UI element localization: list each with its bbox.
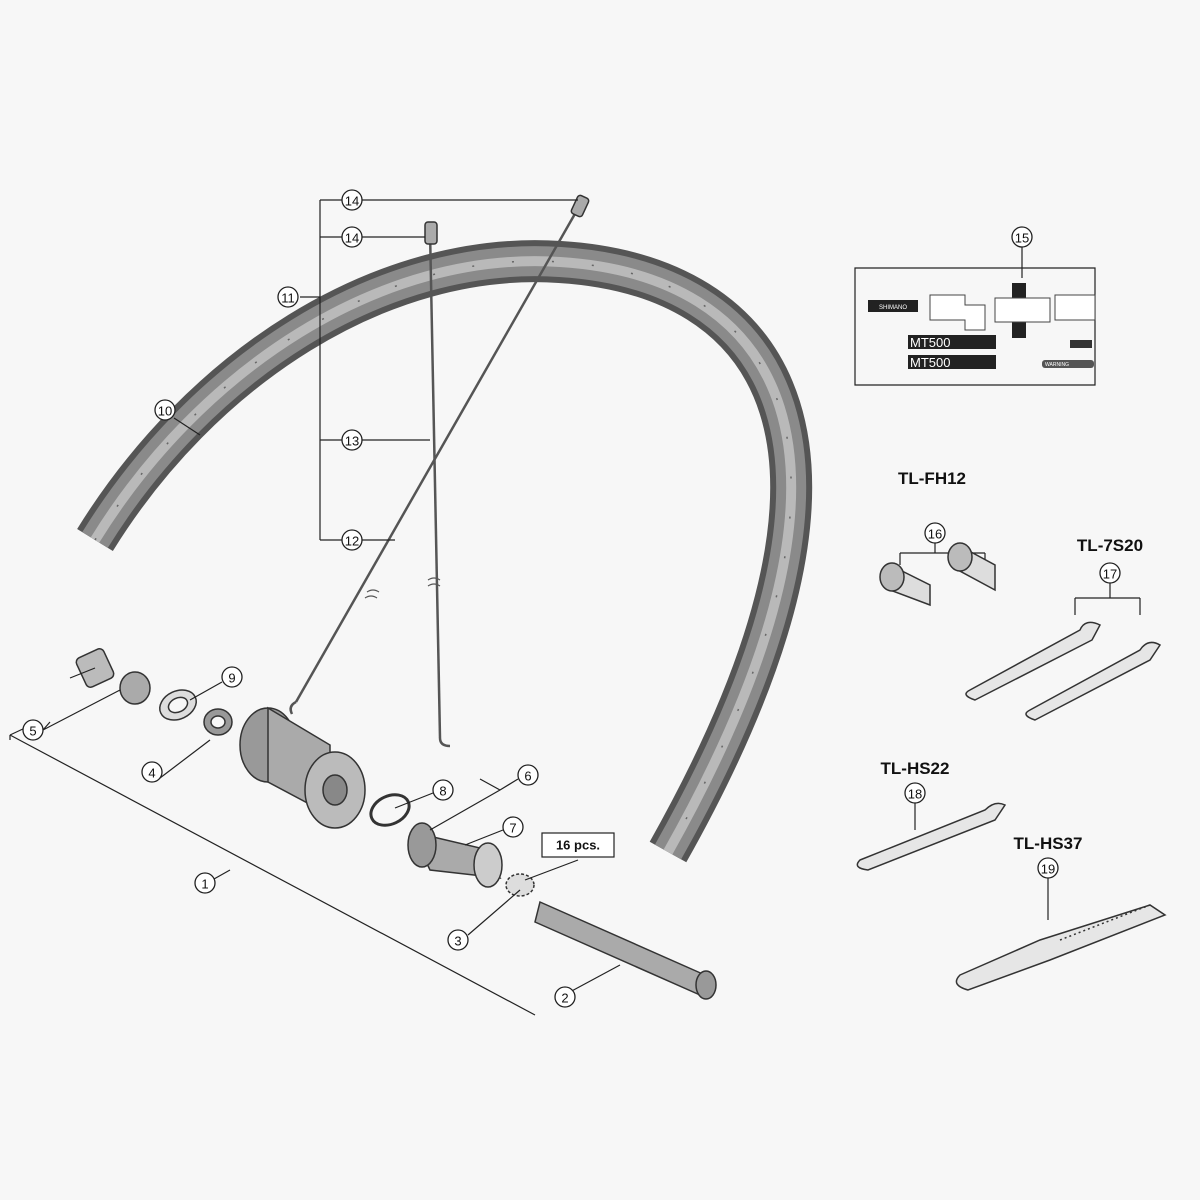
callout-9: 9 bbox=[221, 666, 243, 688]
decal-sheet: SHIMANO MT500 MT500 WARNING bbox=[868, 283, 1096, 370]
quantity-note-text: 16 pcs. bbox=[556, 838, 600, 853]
callout-17: 17 bbox=[1099, 562, 1121, 584]
callout-circle bbox=[341, 529, 363, 551]
callout-circle bbox=[277, 286, 299, 308]
spoke-breaks bbox=[364, 577, 441, 599]
tool-tl-hs37 bbox=[955, 904, 1167, 991]
callout-14a: 14 bbox=[341, 189, 363, 211]
callout-number: 1 bbox=[201, 877, 208, 892]
callout-circle bbox=[1099, 562, 1121, 584]
decal-model-2: MT500 bbox=[910, 355, 950, 370]
callout-number: 9 bbox=[228, 671, 235, 686]
callout-18: 18 bbox=[904, 782, 926, 804]
callout-circle bbox=[904, 782, 926, 804]
callout-8: 8 bbox=[432, 779, 454, 801]
callout-11: 11 bbox=[277, 286, 299, 308]
callout-19: 19 bbox=[1037, 857, 1059, 879]
callout-circle bbox=[924, 522, 946, 544]
callout-12: 12 bbox=[341, 529, 363, 551]
callout-7: 7 bbox=[502, 816, 524, 838]
decal-warning: WARNING bbox=[1045, 362, 1069, 368]
callout-3: 3 bbox=[447, 929, 469, 951]
callout-6: 6 bbox=[517, 764, 539, 786]
callout-number: 17 bbox=[1103, 567, 1117, 582]
callout-number: 10 bbox=[158, 404, 172, 419]
callout-number: 19 bbox=[1041, 862, 1055, 877]
callout-circle bbox=[1011, 226, 1033, 248]
hub-assembly bbox=[75, 648, 717, 1000]
nipples bbox=[424, 194, 590, 245]
decal-model-1: MT500 bbox=[910, 335, 950, 350]
callout-number: 7 bbox=[509, 821, 516, 836]
tool-label-16: TL-FH12 bbox=[898, 469, 966, 488]
callout-number: 18 bbox=[908, 787, 922, 802]
callout-number: 8 bbox=[439, 784, 446, 799]
callout-circle bbox=[432, 779, 454, 801]
tool-tl-fh12 bbox=[879, 542, 996, 607]
callout-circle bbox=[517, 764, 539, 786]
callout-number: 3 bbox=[454, 934, 461, 949]
callout-circle bbox=[447, 929, 469, 951]
callout-circle bbox=[154, 399, 176, 421]
callout-circle bbox=[341, 189, 363, 211]
callout-circle bbox=[22, 719, 44, 741]
callout-number: 5 bbox=[29, 724, 36, 739]
callout-circle bbox=[554, 986, 576, 1008]
callout-number: 11 bbox=[281, 291, 295, 306]
callout-16: 16 bbox=[924, 522, 946, 544]
tool-label-19: TL-HS37 bbox=[1014, 834, 1083, 853]
callout-circle bbox=[502, 816, 524, 838]
callout-circle bbox=[141, 761, 163, 783]
callout-number: 4 bbox=[148, 766, 155, 781]
callout-13: 13 bbox=[341, 429, 363, 451]
callout-4: 4 bbox=[141, 761, 163, 783]
callout-number: 14 bbox=[345, 231, 359, 246]
callout-number: 15 bbox=[1015, 231, 1029, 246]
callout-15: 15 bbox=[1011, 226, 1033, 248]
callout-number: 16 bbox=[928, 527, 942, 542]
callout-number: 13 bbox=[345, 434, 359, 449]
callout-circle bbox=[341, 226, 363, 248]
decal-brand: SHIMANO bbox=[879, 305, 907, 311]
callout-circle bbox=[341, 429, 363, 451]
tool-tl-hs22 bbox=[856, 802, 1007, 871]
tool-label-17: TL-7S20 bbox=[1077, 536, 1143, 555]
tool-label-18: TL-HS22 bbox=[881, 759, 950, 778]
tool-tl-7s20 bbox=[965, 621, 1162, 721]
callout-2: 2 bbox=[554, 986, 576, 1008]
callout-circle bbox=[194, 872, 216, 894]
callout-10: 10 bbox=[154, 399, 176, 421]
callout-1: 1 bbox=[194, 872, 216, 894]
callout-14b: 14 bbox=[341, 226, 363, 248]
callout-number: 12 bbox=[345, 534, 359, 549]
callout-circle bbox=[221, 666, 243, 688]
callout-5: 5 bbox=[22, 719, 44, 741]
callout-number: 6 bbox=[524, 769, 531, 784]
callout-number: 2 bbox=[561, 991, 568, 1006]
callout-circle bbox=[1037, 857, 1059, 879]
rim bbox=[77, 240, 813, 863]
quantity-note: 16 pcs. bbox=[541, 832, 615, 858]
spokes bbox=[289, 204, 582, 748]
callout-number: 14 bbox=[345, 194, 359, 209]
